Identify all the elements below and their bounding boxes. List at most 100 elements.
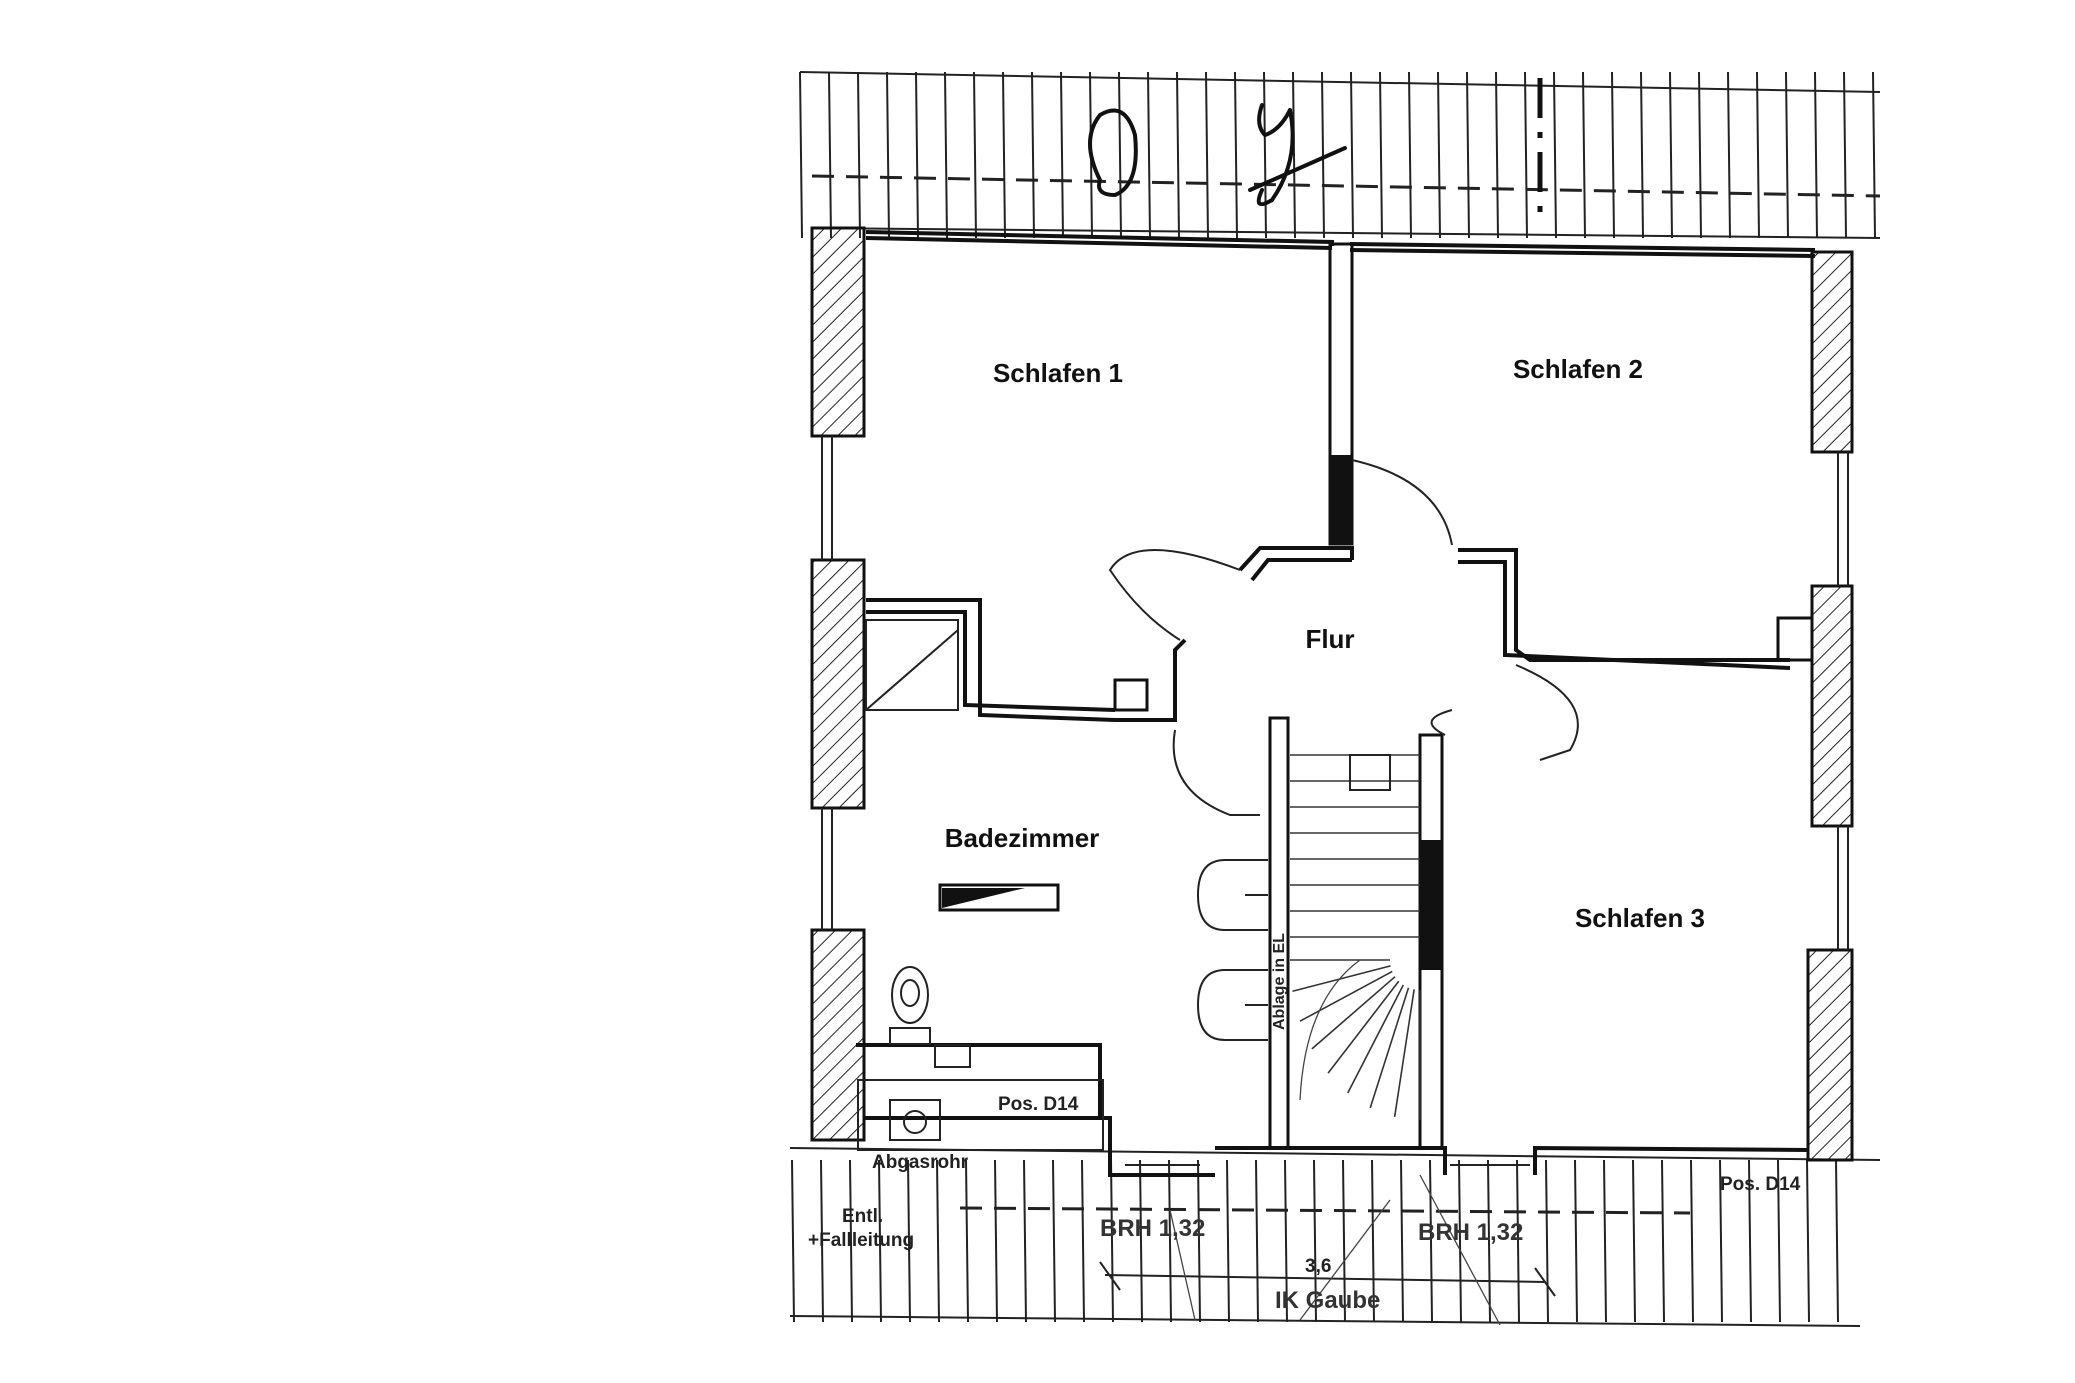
- rafter-line: [1553, 71, 1557, 239]
- room-label-schlafen3: Schlafen 3: [1575, 903, 1705, 933]
- rafter-line: [1429, 1159, 1433, 1323]
- room-label-schlafen2: Schlafen 2: [1513, 354, 1643, 384]
- stair-step: [1327, 980, 1400, 1074]
- rafter-line: [857, 71, 861, 239]
- outer-walls: [810, 226, 1854, 1177]
- rafter-line: [1371, 1159, 1375, 1323]
- rafter-line: [849, 1159, 853, 1323]
- handwritten-marks: [1088, 78, 1543, 215]
- rafter-line: [1168, 1159, 1172, 1323]
- rafter-line: [1205, 71, 1209, 239]
- stair-step: [1369, 987, 1410, 1109]
- rafter-line: [973, 71, 977, 239]
- label-brh-right: BRH 1,32: [1418, 1219, 1523, 1246]
- rafter-line: [1611, 71, 1615, 239]
- rafter-line: [1234, 71, 1238, 239]
- label-entl: Entl.: [842, 1206, 883, 1227]
- rafter-line: [1495, 71, 1499, 239]
- rafter-line: [1516, 1159, 1520, 1323]
- rafter-line: [1321, 71, 1325, 239]
- rafter-line: [1458, 1159, 1462, 1323]
- rafter-line: [965, 1159, 969, 1323]
- rafter-line: [1487, 1159, 1491, 1323]
- rafter-line: [1785, 71, 1789, 239]
- staircase: [1290, 754, 1421, 1120]
- rafter-line: [1110, 1159, 1114, 1323]
- rafter-line: [1342, 1159, 1346, 1323]
- rafter-line: [1060, 71, 1064, 239]
- bathroom-fixtures: [857, 619, 1268, 1151]
- rafter-line: [1139, 1159, 1143, 1323]
- stair-step: [1292, 965, 1391, 992]
- label-pos-d14-right: Pos. D14: [1720, 1174, 1801, 1195]
- rafter-line: [1263, 71, 1267, 239]
- rafter-line: [1437, 71, 1441, 239]
- room-label-schlafen1: Schlafen 1: [993, 358, 1123, 388]
- label-pos-d14-left: Pos. D14: [998, 1094, 1079, 1115]
- rafter-line: [1408, 71, 1412, 239]
- label-ablage: Ablage in EL: [1271, 933, 1288, 1030]
- label-brh-left: BRH 1,32: [1100, 1215, 1205, 1242]
- rafter-line: [1002, 71, 1006, 239]
- rafter-line: [828, 71, 832, 239]
- rafter-line: [1603, 1159, 1607, 1323]
- rafter-line: [1400, 1159, 1404, 1323]
- rafter-line: [1814, 71, 1818, 239]
- rafter-line: [1379, 71, 1383, 239]
- stair-step: [1393, 989, 1415, 1118]
- rafter-line: [1466, 71, 1470, 239]
- rafter-line: [1872, 71, 1876, 239]
- rafter-line: [1226, 1159, 1230, 1323]
- rafter-line: [1524, 71, 1528, 239]
- rafter-line: [1632, 1159, 1636, 1323]
- rafter-line: [791, 1159, 795, 1323]
- rafter-line: [878, 1159, 882, 1323]
- rafter-line: [1777, 1159, 1781, 1323]
- rafter-line: [994, 1159, 998, 1323]
- rafter-line: [1698, 71, 1702, 239]
- rafter-line: [1669, 71, 1673, 239]
- rafter-line: [1640, 71, 1644, 239]
- rafter-line: [907, 1159, 911, 1323]
- label-dimension: 3,6: [1305, 1256, 1331, 1277]
- rafter-line: [886, 71, 890, 239]
- rafter-line: [1118, 71, 1122, 239]
- rafter-line: [1031, 71, 1035, 239]
- rafter-line: [1835, 1159, 1839, 1323]
- stair-step: [1311, 976, 1396, 1050]
- rafter-line: [1081, 1159, 1085, 1323]
- rafter-line: [1582, 71, 1586, 239]
- stair-step: [1347, 984, 1405, 1094]
- rafter-line: [1350, 71, 1354, 239]
- rafter-line: [1147, 71, 1151, 239]
- rafter-line: [1719, 1159, 1723, 1323]
- doors: [1108, 459, 1579, 816]
- rafter-line: [1843, 71, 1847, 239]
- roof-rafters-bottom: [789, 1147, 1881, 1327]
- dimension-line: [1099, 1174, 1556, 1326]
- rafter-line: [944, 71, 948, 239]
- rafter-line: [1690, 1159, 1694, 1323]
- interior-walls: [856, 242, 1814, 1150]
- label-ik-gaube: IK Gaube: [1275, 1287, 1380, 1314]
- rafter-line: [1727, 71, 1731, 239]
- rafter-line: [1574, 1159, 1578, 1323]
- label-fallleitung: +Fallleitung: [808, 1230, 914, 1251]
- rafter-line: [1661, 1159, 1665, 1323]
- rafter-line: [820, 1159, 824, 1323]
- rafter-line: [1052, 1159, 1056, 1323]
- roof-rafters-top: [799, 71, 1881, 239]
- room-label-badezimmer: Badezimmer: [945, 823, 1100, 853]
- room-label-flur: Flur: [1305, 624, 1354, 654]
- stair-step: [1299, 970, 1393, 1022]
- rafter-line: [1756, 71, 1760, 239]
- rafter-line: [1255, 1159, 1259, 1323]
- rafter-line: [1197, 1159, 1201, 1323]
- rafter-line: [1806, 1159, 1810, 1323]
- rafter-line: [1284, 1159, 1288, 1323]
- rafter-line: [1292, 71, 1296, 239]
- rafter-line: [1176, 71, 1180, 239]
- rafter-line: [799, 71, 803, 239]
- rafter-line: [1545, 1159, 1549, 1323]
